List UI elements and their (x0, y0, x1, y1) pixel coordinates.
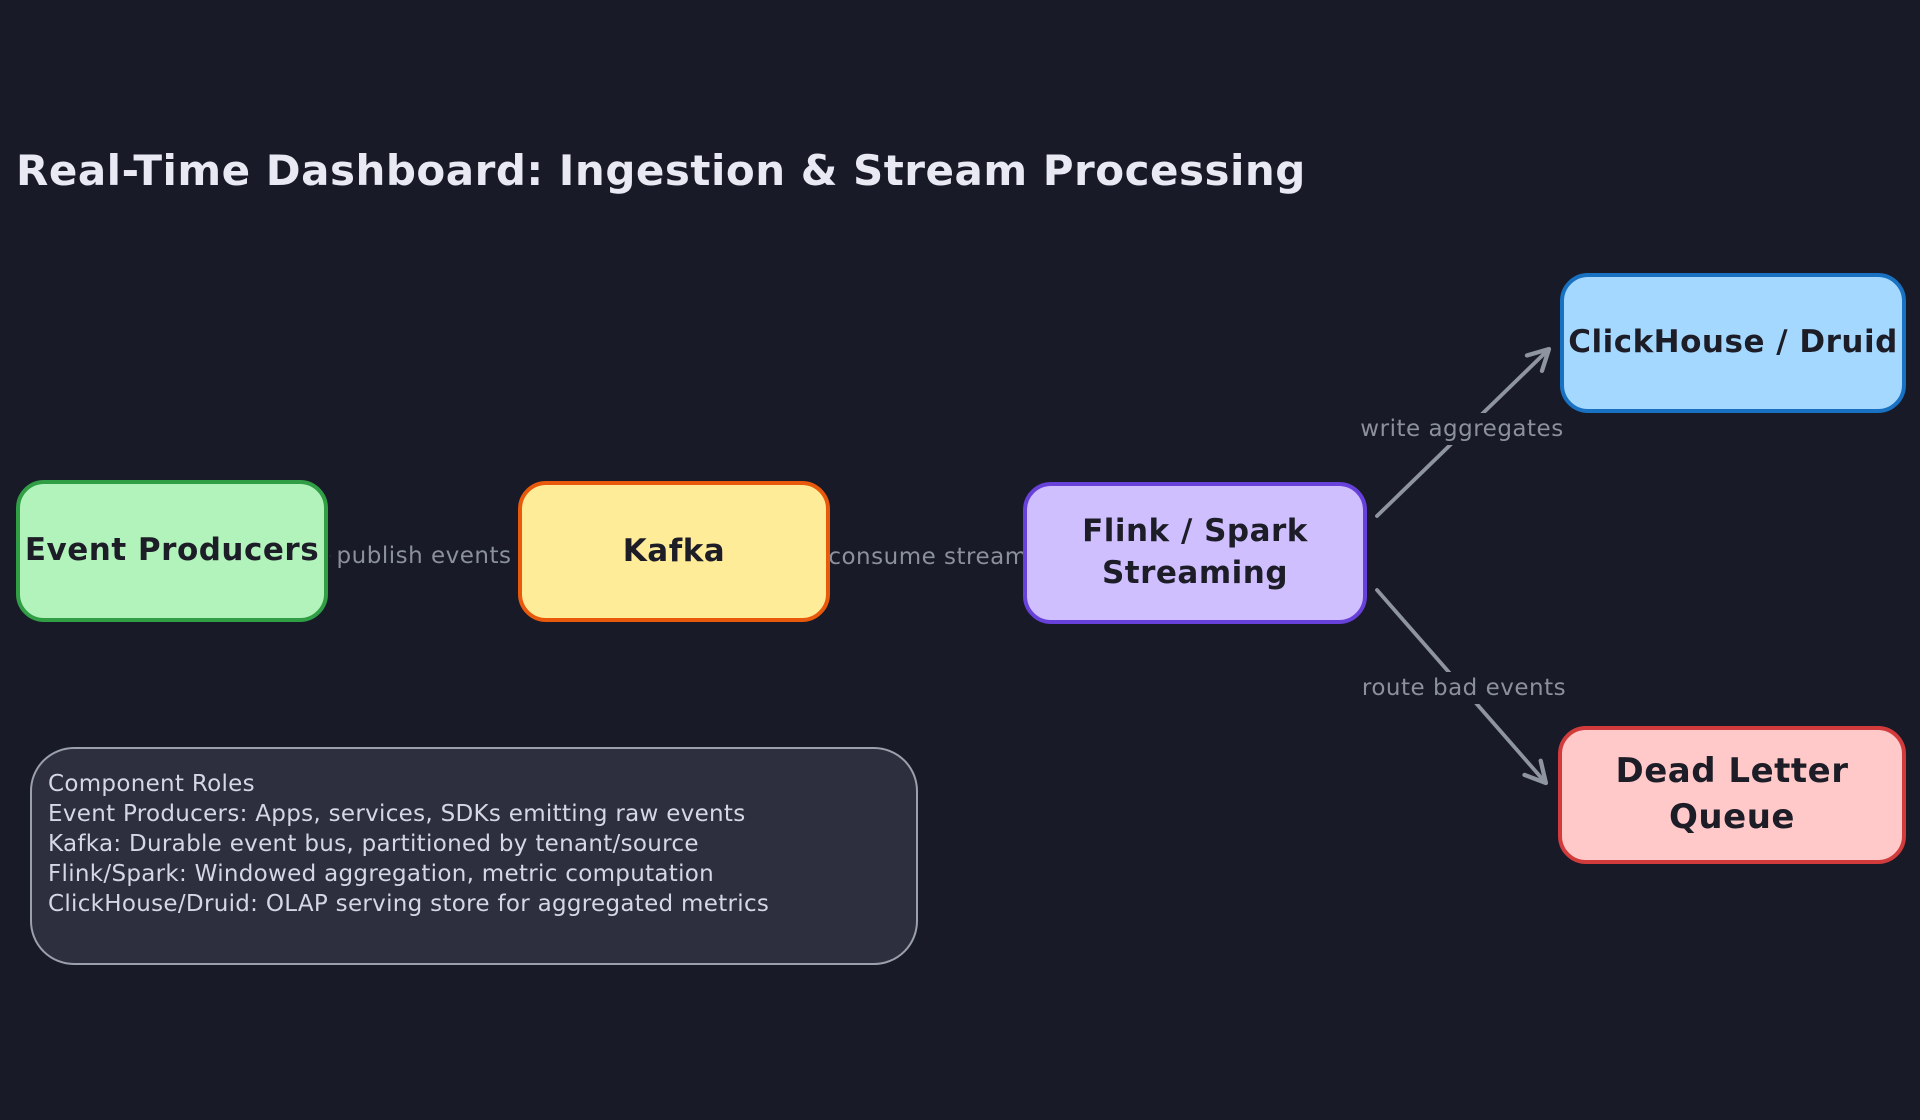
node-flink-spark-streaming[interactable]: Flink / Spark Streaming (1023, 482, 1367, 624)
note-line-flink-spark: Flink/Spark: Windowed aggregation, metri… (48, 861, 715, 887)
node-kafka[interactable]: Kafka (518, 481, 830, 622)
edge-label-publish-events[interactable]: publish events (330, 540, 518, 572)
note-line-kafka: Kafka: Durable event bus, partitioned by… (48, 831, 699, 857)
note-line-title: Component Roles (48, 771, 255, 797)
note-line-clickhouse-druid: ClickHouse/Druid: OLAP serving store for… (48, 891, 770, 917)
edge-label-consume-stream[interactable]: consume stream (822, 541, 1034, 573)
note-line-event-producers: Event Producers: Apps, services, SDKs em… (48, 801, 746, 827)
node-clickhouse-druid[interactable]: ClickHouse / Druid (1560, 273, 1906, 413)
node-event-producers[interactable]: Event Producers (16, 480, 328, 622)
node-dead-letter-queue[interactable]: Dead Letter Queue (1558, 726, 1906, 864)
edge-label-route-bad-events[interactable]: route bad events (1355, 672, 1573, 704)
component-roles-note[interactable]: Component Roles Event Producers: Apps, s… (30, 747, 918, 965)
diagram-title[interactable]: Real-Time Dashboard: Ingestion & Stream … (16, 146, 1306, 195)
edge-label-write-aggregates[interactable]: write aggregates (1354, 413, 1570, 445)
